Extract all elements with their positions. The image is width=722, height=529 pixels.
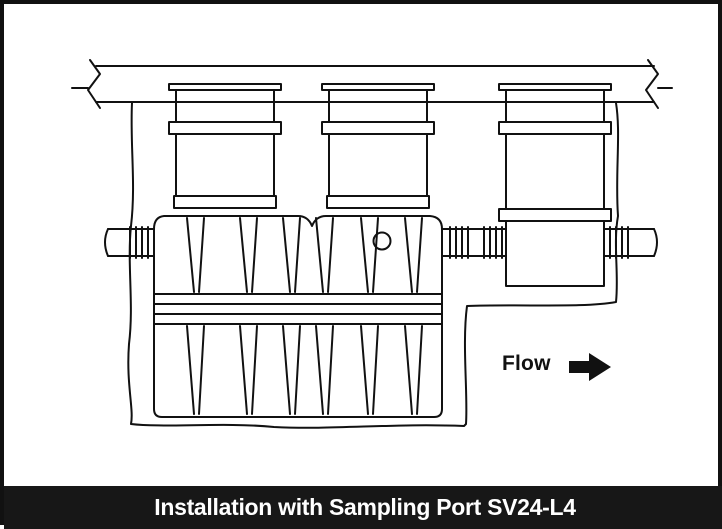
outlet-pipe — [603, 226, 658, 259]
ground-slab — [71, 59, 673, 109]
riser-1 — [168, 83, 282, 209]
riser-2 — [321, 83, 435, 209]
diagram-caption: Installation with Sampling Port SV24-L4 — [154, 494, 576, 520]
sampling-port-riser — [498, 83, 612, 287]
flow-label: Flow — [502, 352, 551, 375]
right-arrow-icon — [569, 353, 611, 381]
caption-bar: Installation with Sampling Port SV24-L4 — [4, 486, 722, 529]
excavation-outline — [127, 102, 620, 429]
installation-diagram — [71, 59, 673, 429]
connector-pipe — [441, 226, 507, 259]
interceptor-tank — [153, 215, 443, 418]
inlet-pipe — [104, 226, 155, 259]
